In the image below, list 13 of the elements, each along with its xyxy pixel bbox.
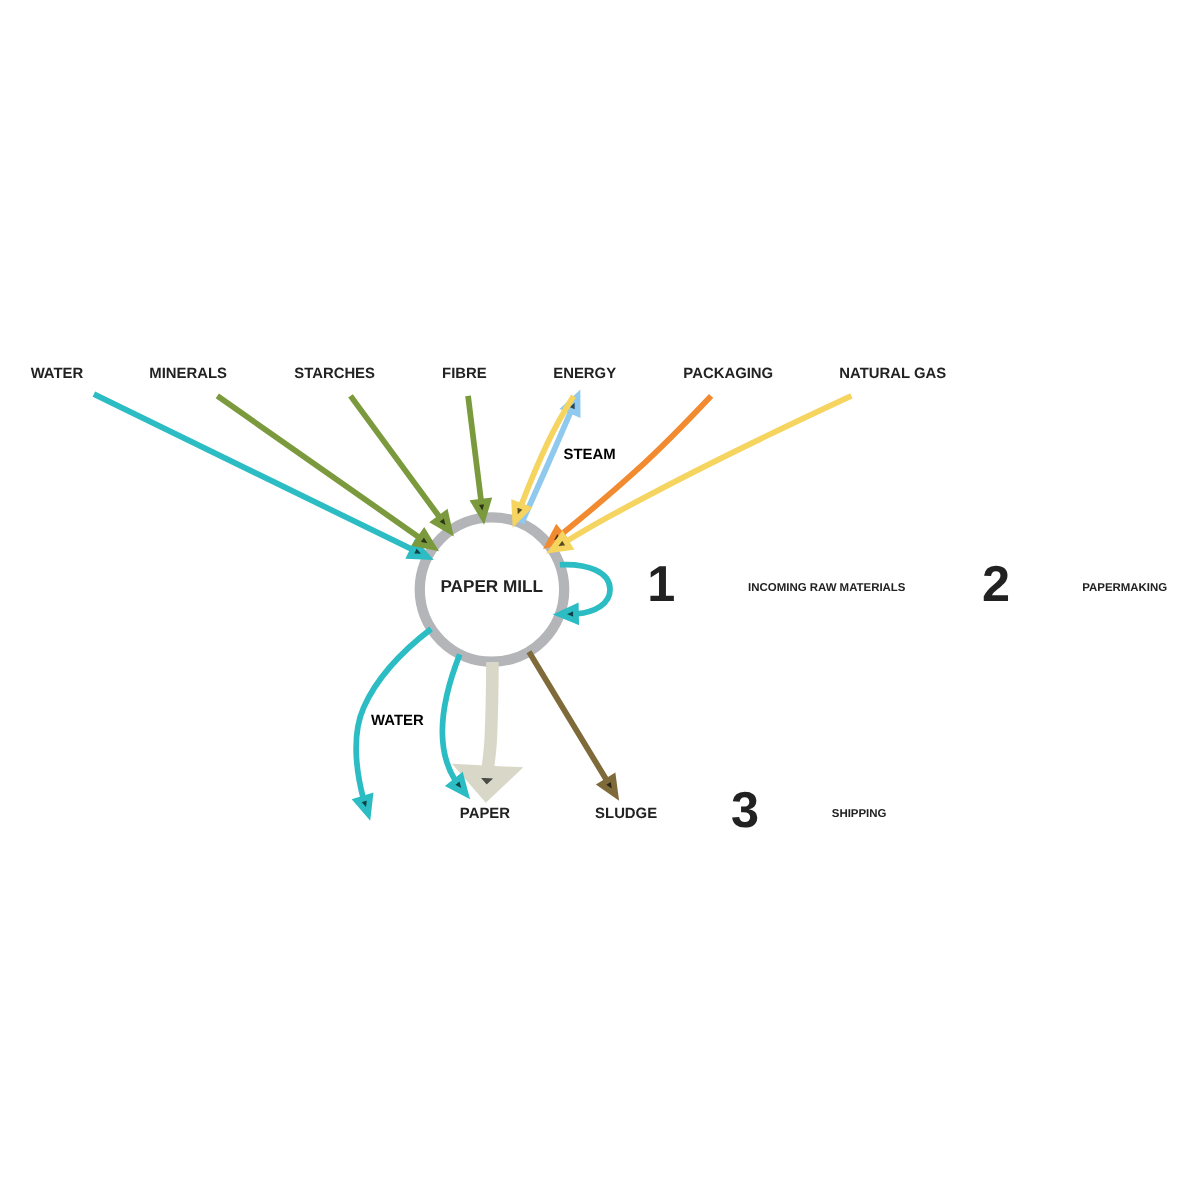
label: 2 — [981, 556, 1011, 613]
arrow — [351, 625, 433, 820]
arrow — [526, 649, 620, 800]
arrow — [451, 660, 524, 802]
arrow — [465, 394, 493, 524]
arrow — [439, 652, 471, 799]
label: 1 — [647, 556, 676, 613]
label: 3 — [730, 782, 760, 839]
arrow — [92, 390, 434, 559]
arrow — [215, 392, 440, 551]
arrow — [546, 392, 853, 553]
arrow — [348, 393, 454, 536]
arrow — [552, 560, 613, 625]
